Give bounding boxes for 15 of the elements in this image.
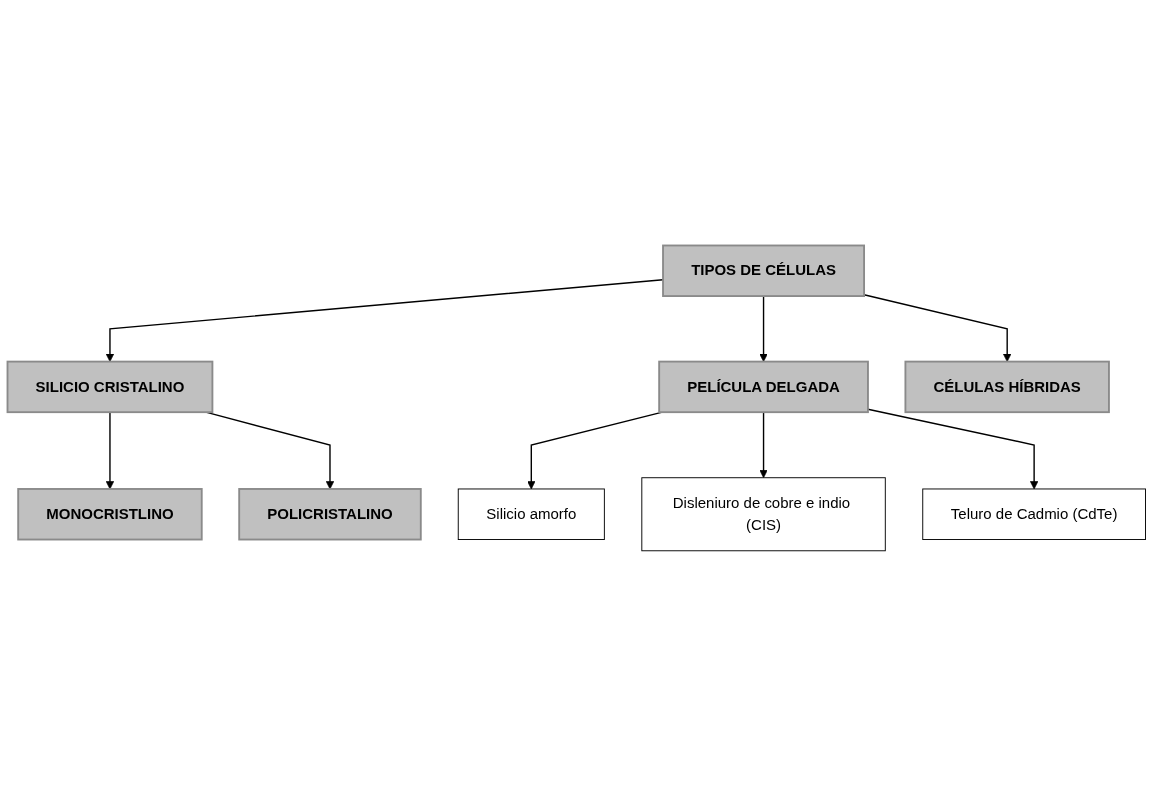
- node-box: TIPOS DE CÉLULAS: [662, 244, 865, 297]
- arrow: [863, 293, 1012, 362]
- node-box: Silicio amorfo: [457, 488, 605, 540]
- arrow: [105, 411, 115, 490]
- node-box: PELÍCULA DELGADA: [658, 360, 869, 413]
- arrow: [105, 278, 664, 362]
- arrow: [759, 411, 768, 478]
- node-box: Teluro de Cadmio (CdTe): [922, 488, 1146, 540]
- node-box: SILICIO CRISTALINO: [6, 360, 214, 413]
- arrow: [867, 408, 1039, 490]
- node-box: MONOCRISTLINO: [17, 487, 203, 541]
- node-box: POLICRISTALINO: [238, 487, 422, 541]
- node-box: CÉLULAS HÍBRIDAS: [904, 360, 1110, 413]
- node-box: Disleniuro de cobre e indio (CIS): [641, 477, 886, 552]
- arrow: [759, 295, 768, 362]
